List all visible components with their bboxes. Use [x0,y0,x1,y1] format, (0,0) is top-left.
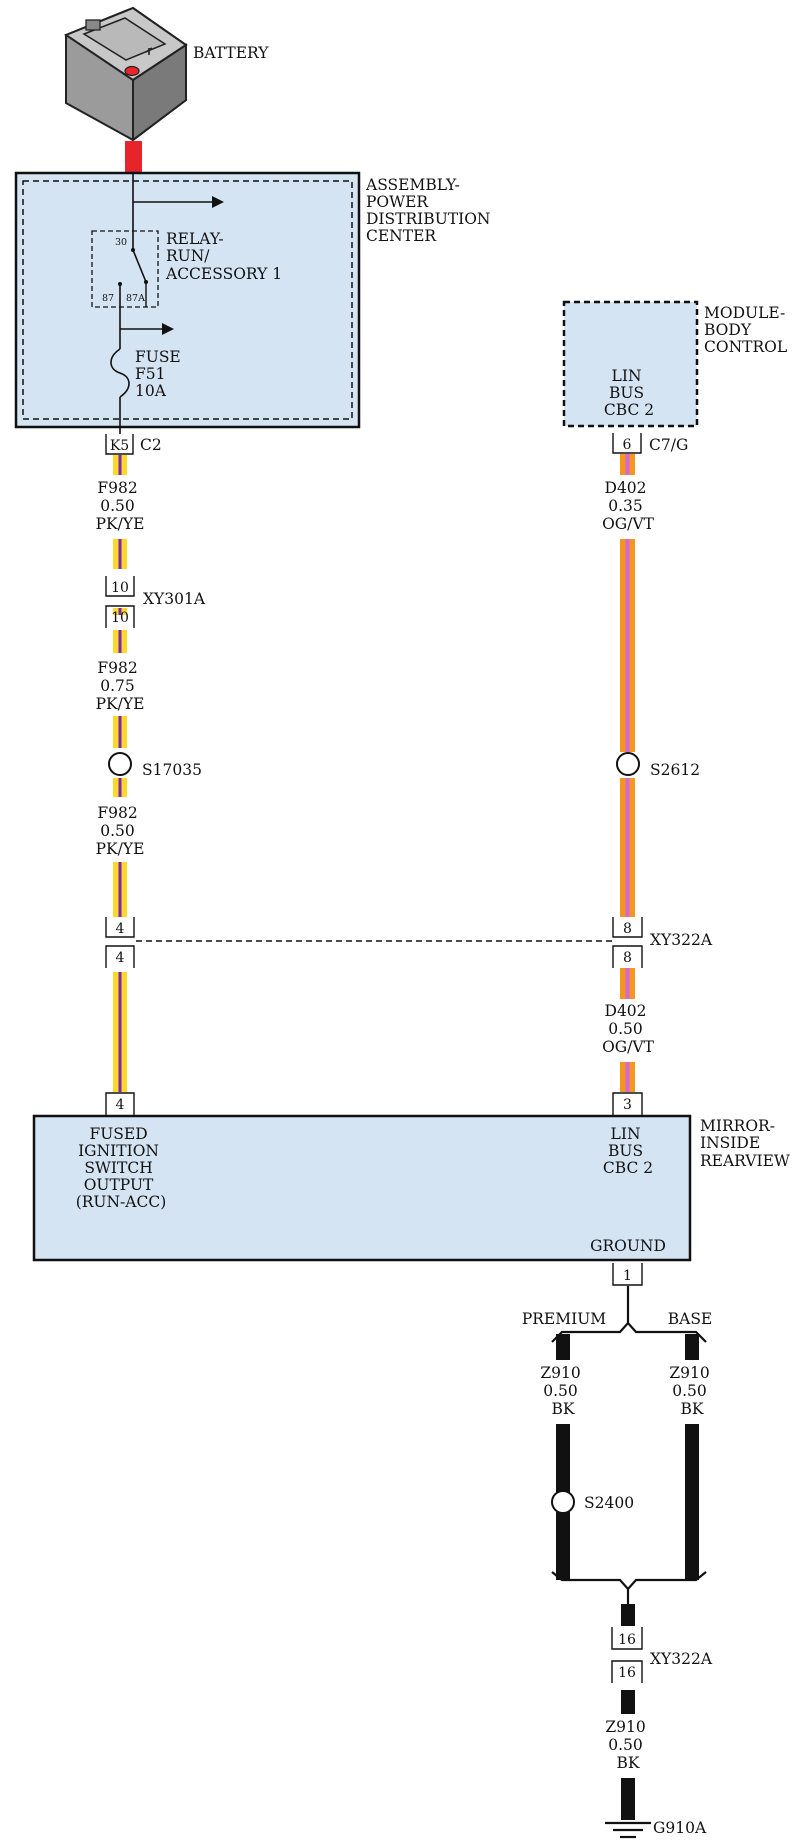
pdc-label: ASSEMBLY- POWER DISTRIBUTION CENTER [365,176,495,245]
inline-pin: 10 [111,580,129,596]
bcm-lin-bus-label: LIN BUS CBC 2 [604,367,654,419]
battery-cable [125,141,142,173]
bcm-connector-name: C7/G [649,436,688,454]
mirror-label: MIRROR- INSIDE REARVIEW [700,1117,790,1170]
ground-symbol-icon [605,1821,651,1839]
inline-connector-top [611,1627,643,1650]
splice-label-s2400: S2400 [584,1494,634,1512]
mirror-ground-connector [612,1263,643,1286]
pdc-connector-pin: K5 [110,438,129,454]
pdc-connector-name: C2 [140,436,162,454]
option-label-premium: PREMIUM [522,1310,606,1328]
relay-pin-87: 87 [102,293,114,304]
bcm-connector [612,433,642,454]
relay-pin-87a: 87A [126,293,145,304]
wire-label-z910-premium: Z910 0.50 BK [540,1364,585,1418]
option-label-base: BASE [668,1310,713,1328]
relay-pin-30: 30 [115,237,127,248]
inline-connector-bottom [105,945,135,968]
splice-icon [108,752,132,776]
inline-pin: 8 [623,950,632,966]
wire-label-f982-1: F982 0.50 PK/YE [96,479,145,533]
inline-pin: 8 [623,921,632,937]
battery-label: BATTERY [193,44,269,62]
battery-icon [63,6,188,143]
inline-connector-top [612,917,643,938]
option-branch-bottom [551,1571,707,1591]
bcm-connector-pin: 6 [623,437,632,453]
wire-label-z910-base: Z910 0.50 BK [669,1364,714,1418]
mirror-fused-ignition-label: FUSED IGNITION SWITCH OUTPUT (RUN-ACC) [76,1125,167,1211]
mirror-connector-pin [612,1092,643,1115]
inline-connector-bottom [612,945,643,968]
mirror-connector-pin [105,1092,135,1115]
pdc-box [14,171,361,429]
arrow-right-icon [162,323,174,335]
pdc-inner-border [22,180,353,420]
fuse-icon [110,348,130,398]
inline-connector-xy301a-top [105,576,135,597]
inline-pin: 10 [111,610,129,626]
mirror-lin-bus-label: LIN BUS CBC 2 [603,1125,653,1177]
mirror-ground-pin: 1 [623,1268,632,1284]
splice-icon [551,1490,575,1514]
wire-label-d402-1: D402 0.35 OG/VT [602,479,655,533]
relay-box [91,230,159,308]
inline-connector-name: XY301A [143,590,206,608]
relay-label: RELAY- RUN/ ACCESSORY 1 [165,230,282,283]
wire-label-d402-2: D402 0.50 OG/VT [602,1002,655,1056]
arrow-right-icon [212,196,224,208]
wire-label-f982-3: F982 0.50 PK/YE [96,804,145,858]
wire-f982-pk-ye [113,455,127,1092]
fuse-label: FUSE F51 10A [135,348,186,400]
mirror-pin-3: 3 [623,1097,632,1113]
inline-connector-name-xy322a: XY322A [650,931,713,949]
mirror-pin-4: 4 [116,1097,125,1113]
pdc-connector [105,434,134,455]
mirror-ground-label: GROUND [590,1237,666,1255]
splice-label-s2612: S2612 [650,761,700,779]
mirror-box [32,1114,692,1262]
splice-icon [616,752,640,776]
inline-pin: 4 [116,950,125,966]
splice-label-s17035: S17035 [142,761,202,779]
option-branch-top [551,1321,707,1343]
wire-label-f982-2: F982 0.75 PK/YE [96,659,145,713]
inline-connector-bottom [611,1660,643,1683]
inline-connector-xy301a-bottom [105,605,135,628]
ground-point-g910a: G910A [653,1819,707,1837]
inline-pin: 16 [618,1632,636,1648]
bcm-label: MODULE- BODY CONTROL [704,304,790,356]
inline-pin: 4 [116,921,125,937]
wire-z910-bk [556,1334,699,1820]
inline-connector-top [105,917,135,938]
inline-connector-name-xy322a-ground: XY322A [650,1650,713,1668]
wire-d402-og-vt [620,454,635,1092]
relay-switch-arm [132,249,147,283]
bcm-box [562,300,699,428]
wire-label-z910-final: Z910 0.50 BK [605,1718,650,1772]
inline-pin: 16 [618,1665,636,1681]
